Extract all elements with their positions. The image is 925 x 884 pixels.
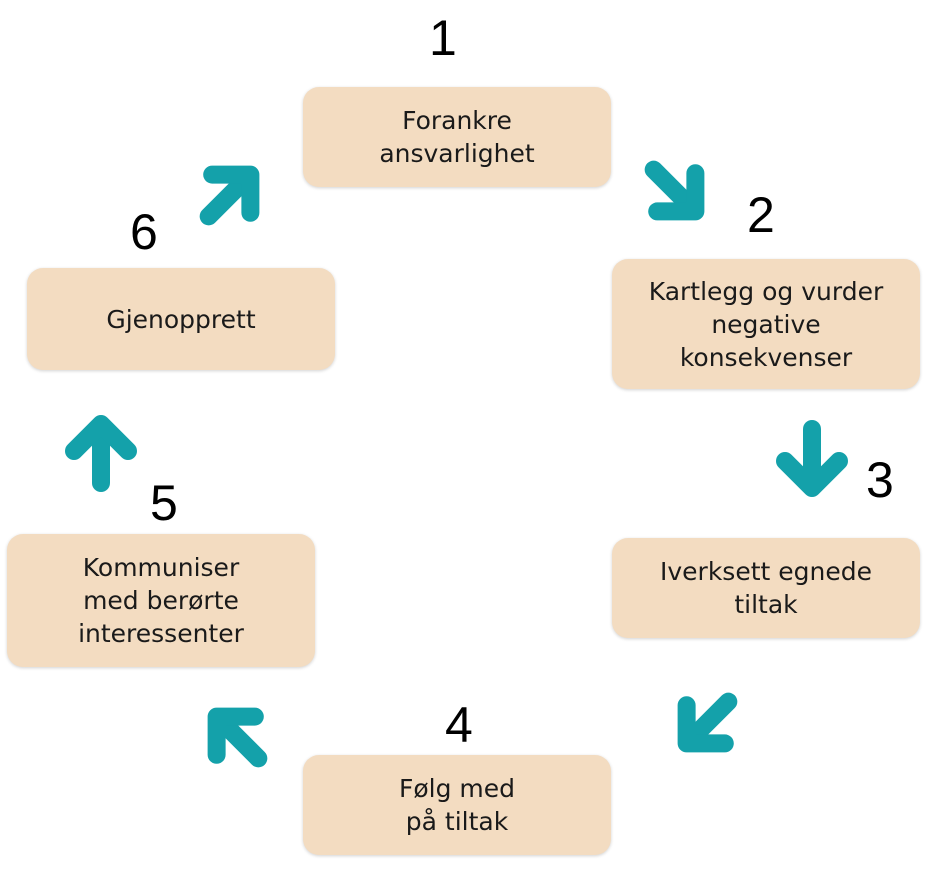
step-1-box: Forankre ansvarlighet bbox=[303, 87, 611, 187]
step-3-box: Iverksett egnede tiltak bbox=[612, 538, 920, 638]
arrow-down-icon bbox=[767, 417, 857, 507]
step-5-number: 5 bbox=[150, 475, 178, 531]
step-6-number: 6 bbox=[130, 204, 158, 260]
arrow-down-left-icon bbox=[660, 680, 750, 770]
step-1-number: 1 bbox=[429, 10, 457, 66]
arrow-down-right-icon bbox=[632, 148, 722, 238]
step-2-box: Kartlegg og vurder negative konsekvenser bbox=[612, 259, 920, 389]
arrow-up-left-icon bbox=[190, 690, 280, 780]
step-2-number: 2 bbox=[747, 187, 775, 243]
step-6-box: Gjenopprett bbox=[27, 268, 335, 370]
arrow-up-icon bbox=[56, 405, 146, 495]
step-3-number: 3 bbox=[866, 452, 894, 508]
step-4-box: Følg med på tiltak bbox=[303, 755, 611, 855]
step-5-box: Kommuniser med berørte interessenter bbox=[7, 534, 315, 667]
arrow-up-right-icon bbox=[187, 148, 277, 238]
step-4-number: 4 bbox=[445, 697, 473, 753]
